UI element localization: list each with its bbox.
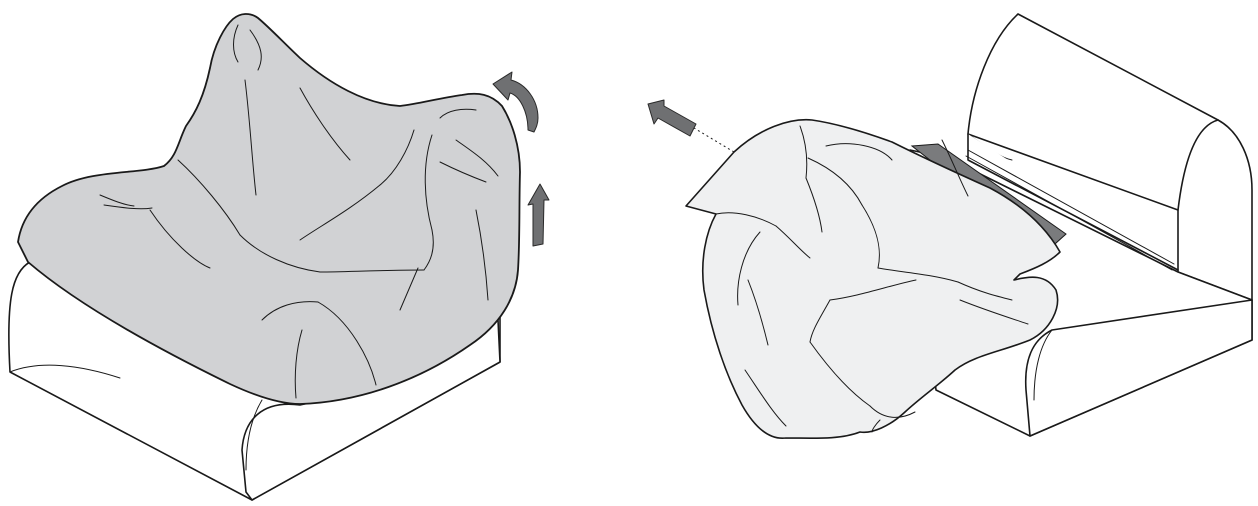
left-panel [9,14,549,500]
pull-guide-line [694,128,734,152]
right-panel [648,14,1252,438]
up-arrow-icon [528,184,549,246]
pull-arrow-icon [648,100,696,136]
